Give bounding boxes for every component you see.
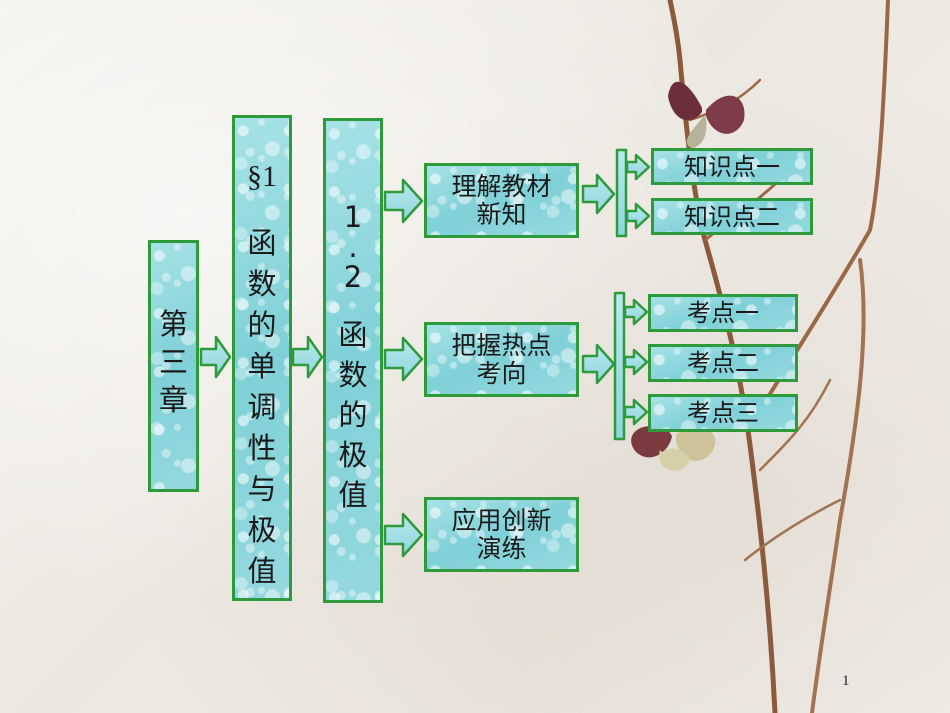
arrow-section-to-subsection [291,335,324,379]
branch-box-practice: 应用创新 演练 [424,497,579,572]
butterfly-bottom-icon [631,426,716,471]
arrow-to-branch-2 [383,336,424,382]
arrow-branch2-to-leaves [581,343,616,385]
branch-box-hotspot: 把握热点 考向 [424,322,579,397]
bracket-bar-2 [613,291,626,441]
leaf-exam-point-2: 考点二 [648,344,798,382]
section-box: §1 函 数 的 单 调 性 与 极 值 [232,115,292,601]
bracket-bar-1 [615,148,628,238]
branch-label: 应用创新 演练 [451,505,552,563]
branch-box-understand: 理解教材 新知 [424,163,579,238]
arrow-to-leaf-k2 [625,202,651,230]
arrow-branch1-to-leaves [581,173,616,215]
arrow-to-leaf-e3 [623,398,649,426]
leaf-exam-point-3: 考点三 [648,394,798,432]
arrow-to-leaf-e2 [623,348,649,376]
subsection-box: 1 . 2 函 数 的 极 值 [323,118,383,603]
arrow-to-branch-1 [383,178,424,224]
branch-label: 把握热点 考向 [451,330,552,388]
chapter-title: 第 三 章 [158,307,188,417]
leaf-knowledge-point-2: 知识点二 [651,198,813,235]
subsection-title: 1 . 2 函 数 的 极 值 [338,200,368,512]
leaf-knowledge-point-1: 知识点一 [651,148,813,185]
leaf-exam-point-1: 考点一 [648,294,798,332]
page-number: 1 [842,673,850,689]
arrow-chapter-to-section [199,335,232,379]
arrow-to-leaf-e1 [623,298,649,326]
branch-label: 理解教材 新知 [451,171,552,229]
butterfly-top-icon [668,81,745,148]
arrow-to-branch-3 [383,512,424,558]
chapter-box: 第 三 章 [148,240,199,492]
arrow-to-leaf-k1 [625,153,651,181]
section-title: §1 函 数 的 单 调 性 与 极 值 [247,160,277,588]
